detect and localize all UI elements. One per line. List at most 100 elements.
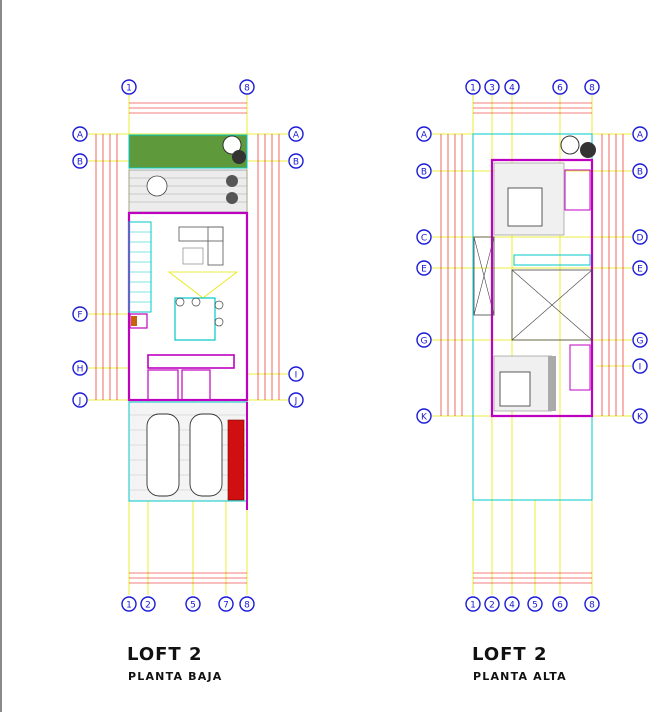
tree-symbol-2 [560,135,580,155]
axis-bubble-bottom-right-1: 2 [484,596,500,612]
axis-bubble-bottom-left-4: 8 [239,596,255,612]
axis-bubble-bottom-right-5-label: 8 [589,601,595,611]
axis-bubble-right-right-0-label: A [637,131,644,141]
property-edge [246,402,248,510]
axis-bubble-left-left-4: J [72,392,88,408]
axis-bubble-top-right-4-label: 8 [589,84,595,94]
axis-bubble-top-left-1: 8 [239,79,255,95]
axis-bubble-bottom-left-1: 2 [140,596,156,612]
axis-bubble-right-right-2: D [632,229,648,245]
closet-item [131,316,137,326]
dimension-lines-2 [440,102,624,584]
void-cross-2 [511,269,593,341]
axis-bubble-bottom-right-4-label: 6 [557,601,563,611]
axis-bubble-left-right-5-label: K [421,413,428,423]
axis-bubble-left-left-4-label: J [78,397,82,407]
bed-1 [507,187,543,227]
axis-bubble-bottom-right-0: 1 [465,596,481,612]
axis-bubble-left-left-1: B [72,153,88,169]
axis-bubble-left-right-3-label: E [421,265,427,275]
powder-room [181,369,211,401]
dining-zone-mark [167,271,239,299]
axis-bubble-left-left-2-label: F [77,311,82,321]
plan-planta-baja [88,95,288,595]
axis-bubble-left-right-4-label: G [421,337,428,347]
axis-bubble-right-left-2-label: I [295,371,298,381]
axis-bubble-right-right-1: B [632,163,648,179]
axis-bubble-top-right-1: 3 [484,79,500,95]
axis-bubble-right-left-1-label: B [293,158,299,168]
stool [191,297,201,307]
axis-bubble-top-right-3-label: 6 [557,84,563,94]
axis-bubble-right-left-0: A [288,126,304,142]
axis-bubble-left-right-5: K [416,408,432,424]
laundry-room [147,369,179,401]
axis-bubble-left-left-1-label: B [77,158,83,168]
axis-bubble-bottom-right-0-label: 1 [470,601,476,611]
axis-bubble-right-right-3-label: E [637,265,643,275]
axis-bubble-bottom-right-2: 4 [504,596,520,612]
axis-bubble-bottom-right-5: 8 [584,596,600,612]
axis-bubble-left-right-1: B [416,163,432,179]
axis-bubble-right-right-4-label: G [637,337,644,347]
axis-bubble-top-left-1-label: 8 [244,84,250,94]
axis-bubble-bottom-right-3-label: 5 [532,601,538,611]
brick-wall [227,419,245,501]
axis-bubble-left-right-3: E [416,260,432,276]
axis-bubble-bottom-left-2-label: 5 [190,601,196,611]
axis-bubble-right-right-3: E [632,260,648,276]
car-1 [146,413,180,497]
axis-bubble-bottom-left-0-label: 1 [126,601,132,611]
axis-bubble-bottom-left-0: 1 [121,596,137,612]
axis-bubble-top-left-0-label: 1 [126,84,132,94]
axis-bubble-right-left-3-label: J [294,397,298,407]
plan-subtitle-right: PLANTA ALTA [473,670,567,683]
bathroom-2 [569,344,591,391]
axis-bubble-bottom-right-4: 6 [552,596,568,612]
axis-bubble-right-left-3: J [288,392,304,408]
axis-bubble-left-right-0-label: A [421,131,428,141]
axis-bubble-top-right-2: 4 [504,79,520,95]
axis-bubble-bottom-left-4-label: 8 [244,601,250,611]
axis-bubble-right-right-0: A [632,126,648,142]
axis-bubble-bottom-right-3: 5 [527,596,543,612]
axis-bubble-right-right-5: I [632,358,648,374]
axis-bubble-left-left-0-label: A [77,131,84,141]
axis-bubble-bottom-left-3-label: 7 [223,601,229,611]
axis-bubble-top-right-0: 1 [465,79,481,95]
stair-void [473,236,495,316]
stool [175,297,185,307]
sofa [178,226,224,242]
axis-bubble-bottom-left-1-label: 2 [145,601,151,611]
coffee-table [182,247,204,265]
axis-bubble-bottom-right-1-label: 2 [489,601,495,611]
axis-bubble-left-left-3: H [72,360,88,376]
axis-bubble-bottom-left-2: 5 [185,596,201,612]
axis-bubble-top-left-0: 1 [121,79,137,95]
axis-bubble-top-right-1-label: 3 [489,84,495,94]
axis-bubble-left-right-4: G [416,332,432,348]
wardrobe-2 [548,356,556,411]
stair [128,221,152,313]
axis-bubble-right-right-5-label: I [639,363,642,373]
plan-planta-alta [432,95,632,595]
shrub-symbol-2 [580,142,596,158]
plan-title-left: LOFT 2 [127,644,203,665]
upper-walls [490,158,594,418]
hall-railing [513,254,591,266]
axis-bubble-left-left-2: F [72,306,88,322]
dimension-lines [95,102,280,584]
axis-bubble-right-left-2: I [288,366,304,382]
page-left-border [0,0,2,712]
stair-treads [129,231,151,303]
axis-bubble-right-right-4: G [632,332,648,348]
axis-bubble-left-left-3-label: H [77,365,84,375]
axis-bubble-top-right-0-label: 1 [470,84,476,94]
bed-2 [499,371,531,407]
stair-void-cross-2 [473,236,495,316]
terrace-planter-2 [226,192,238,204]
axis-bubble-top-right-3: 6 [552,79,568,95]
terrace-planter [226,175,238,187]
